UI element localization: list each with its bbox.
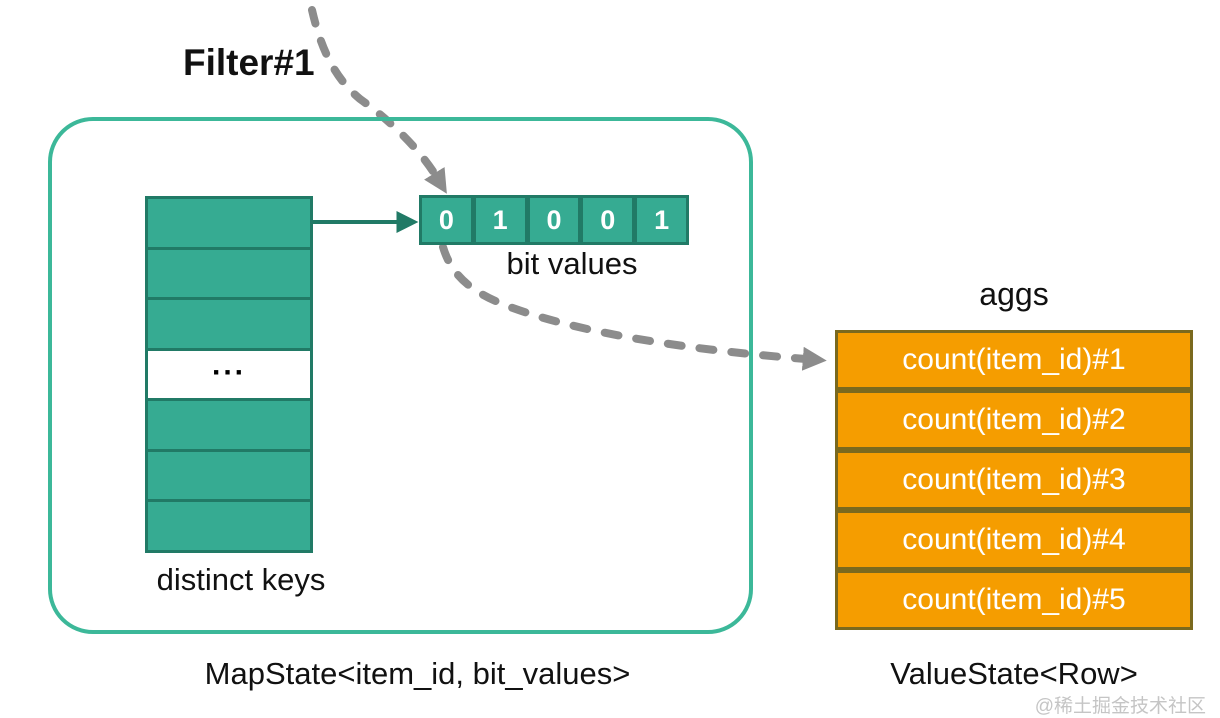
- filter-label: Filter#1: [183, 42, 315, 83]
- valuestate-caption: ValueState<Row>: [890, 656, 1138, 691]
- key-cell: [148, 499, 310, 551]
- agg-row: count(item_id)#5: [835, 570, 1193, 630]
- bit-cell: 0: [526, 195, 582, 245]
- agg-row: count(item_id)#1: [835, 330, 1193, 390]
- key-cell-ellipsis: ...: [148, 347, 310, 399]
- agg-row: count(item_id)#2: [835, 390, 1193, 450]
- ellipsis-text: ...: [211, 347, 246, 381]
- distinct-keys-label: distinct keys: [156, 562, 326, 597]
- key-cell: [148, 448, 310, 500]
- key-cell: [148, 199, 310, 247]
- key-cell: [148, 297, 310, 348]
- agg-row: count(item_id)#4: [835, 510, 1193, 570]
- bit-cell: 0: [419, 195, 474, 245]
- mapstate-caption: MapState<item_id, bit_values>: [204, 656, 631, 691]
- watermark: @稀土掘金技术社区: [1034, 696, 1206, 717]
- bit-cell: 0: [580, 195, 636, 245]
- mapstate-container: [48, 117, 753, 634]
- bit-values-label: bit values: [506, 246, 638, 281]
- distinct-keys-stack: ...: [145, 196, 313, 553]
- aggs-label: aggs: [979, 276, 1049, 312]
- bit-cell: 1: [634, 195, 689, 245]
- key-cell: [148, 398, 310, 449]
- key-cell: [148, 246, 310, 298]
- bit-cell: 1: [472, 195, 528, 245]
- agg-row: count(item_id)#3: [835, 450, 1193, 510]
